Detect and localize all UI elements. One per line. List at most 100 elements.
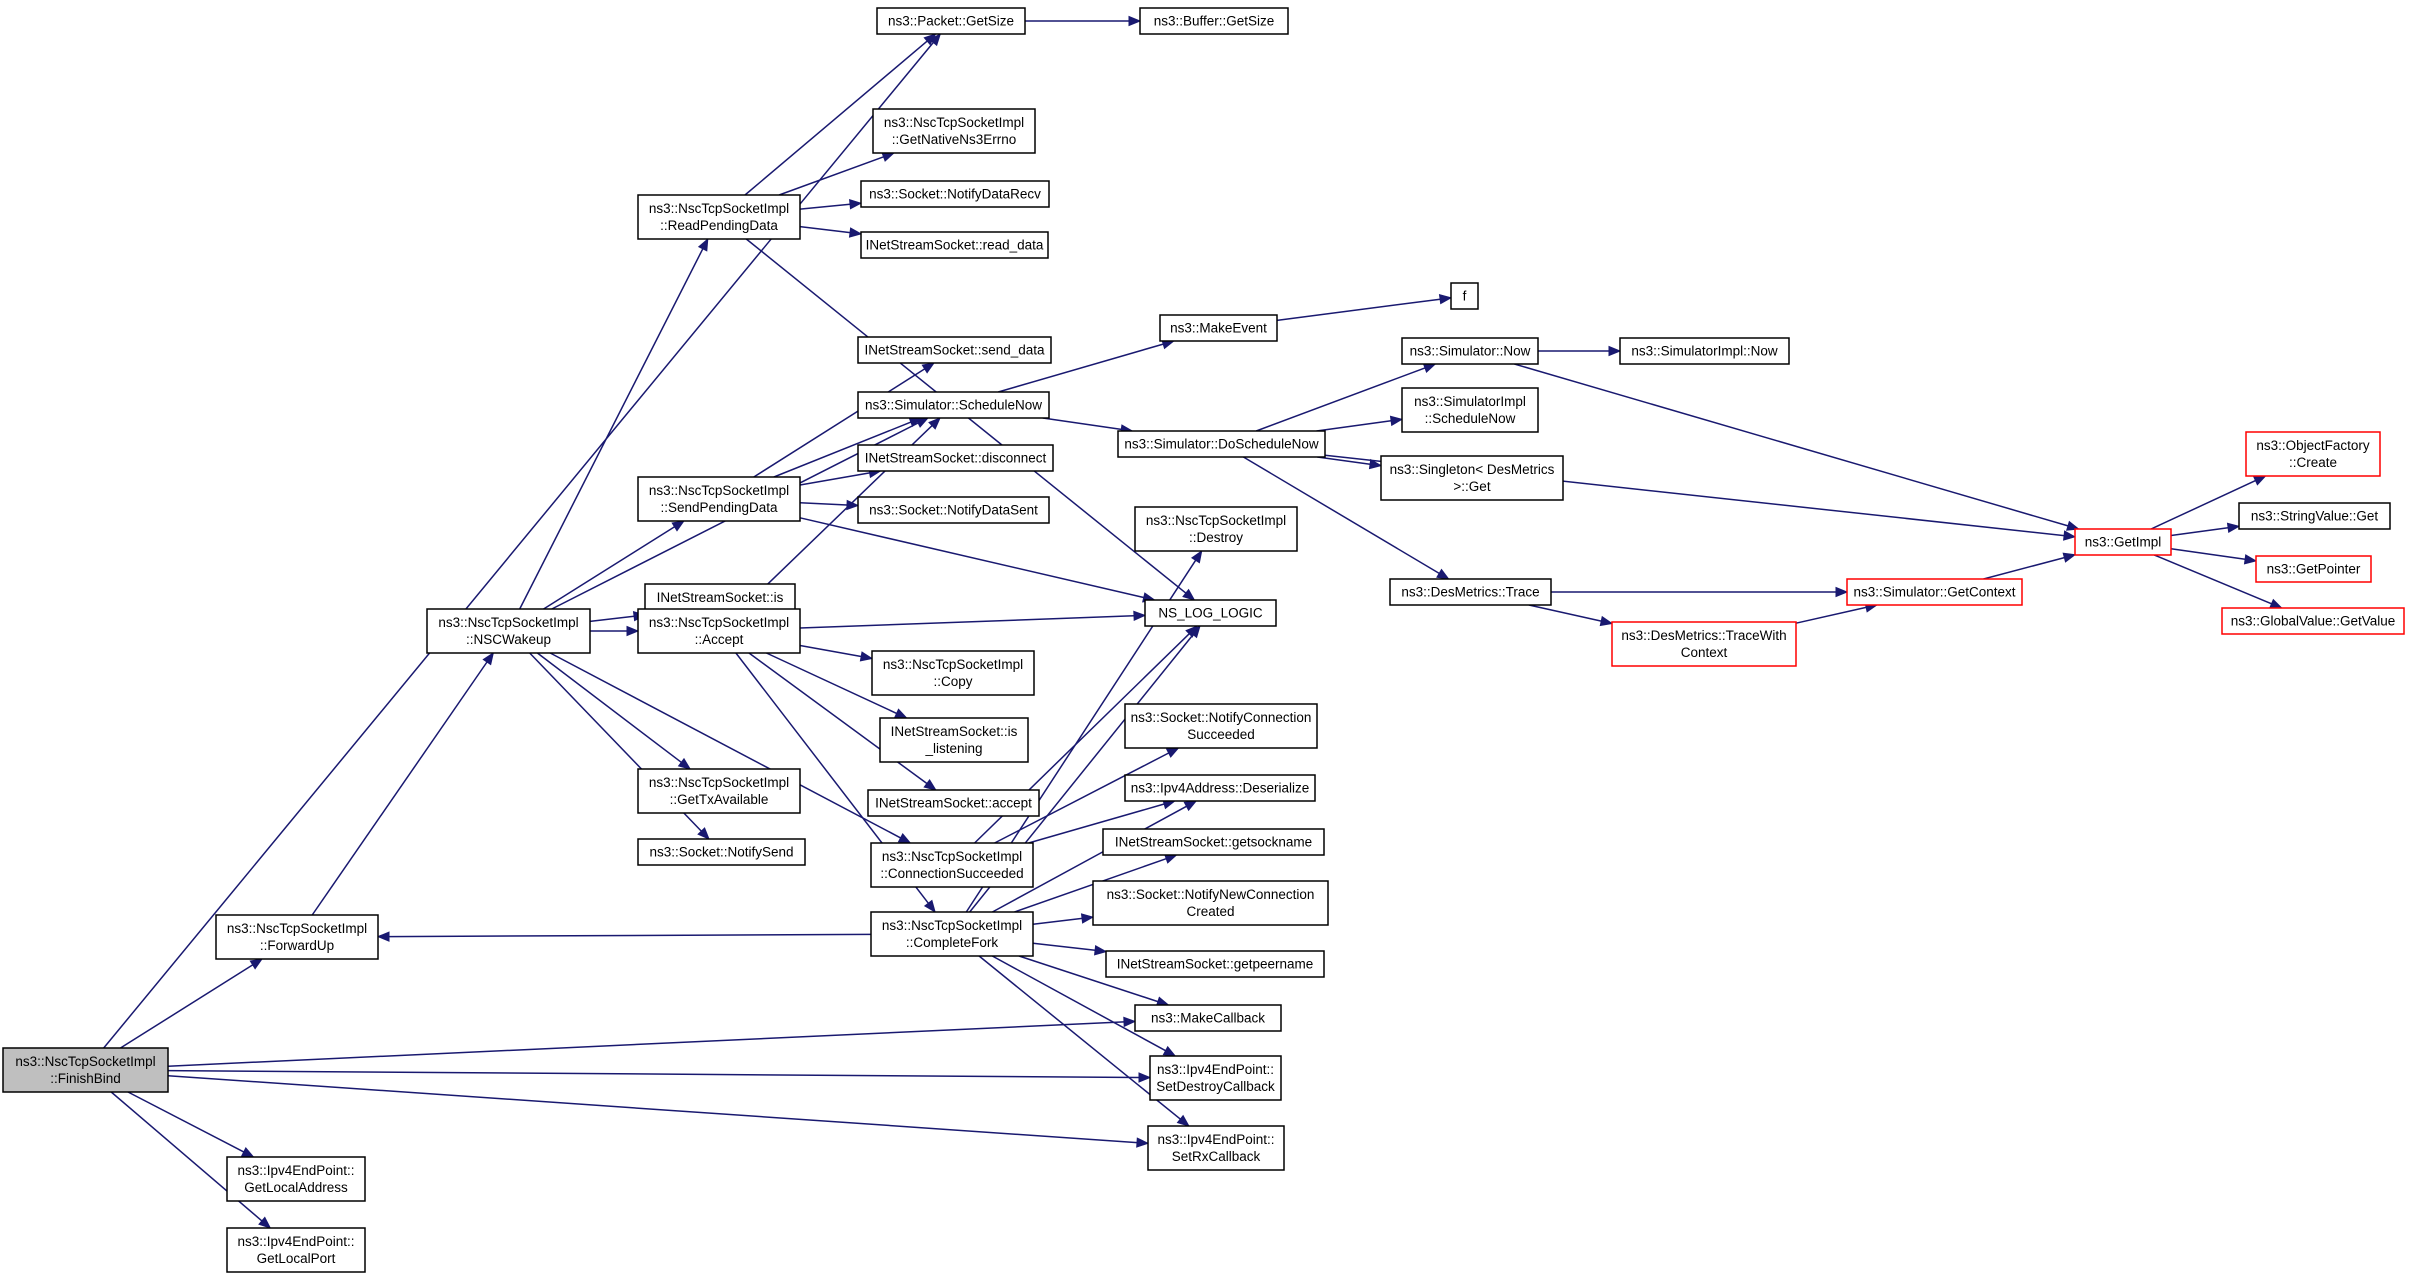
node-notifydatarecv[interactable]: ns3::Socket::NotifyDataRecv bbox=[860, 180, 1050, 208]
node-accept_impl[interactable]: ns3::NscTcpSocketImpl::Accept bbox=[637, 608, 801, 654]
node-box-simnow[interactable] bbox=[1401, 337, 1539, 365]
node-label-setrxcb-0: ns3::Ipv4EndPoint:: bbox=[1157, 1132, 1274, 1147]
node-box-copy[interactable] bbox=[871, 650, 1035, 696]
node-box-schedulenow[interactable] bbox=[857, 391, 1050, 419]
node-connsucceeded[interactable]: ns3::NscTcpSocketImpl::ConnectionSucceed… bbox=[870, 842, 1034, 888]
node-schedulenow[interactable]: ns3::Simulator::ScheduleNow bbox=[857, 391, 1050, 419]
node-box-disconnect[interactable] bbox=[857, 444, 1054, 472]
node-box-sendpendingdata[interactable] bbox=[637, 476, 801, 522]
node-box-getpeername[interactable] bbox=[1105, 950, 1325, 978]
node-box-makecallback[interactable] bbox=[1134, 1004, 1282, 1032]
node-globalvalueget[interactable]: ns3::GlobalValue::GetValue bbox=[2221, 607, 2405, 635]
node-box-readdata[interactable] bbox=[860, 231, 1049, 259]
node-box-getcontext[interactable] bbox=[1846, 578, 2023, 606]
node-box-buffergetsize[interactable] bbox=[1139, 7, 1289, 35]
node-box-makeevent[interactable] bbox=[1159, 314, 1278, 342]
node-readdata[interactable]: INetStreamSocket::read_data bbox=[860, 231, 1049, 259]
node-box-islistening[interactable] bbox=[879, 717, 1029, 763]
node-notifysend[interactable]: ns3::Socket::NotifySend bbox=[637, 838, 806, 866]
node-finishbind[interactable]: ns3::NscTcpSocketImpl::FinishBind bbox=[2, 1047, 169, 1093]
node-makeevent[interactable]: ns3::MakeEvent bbox=[1159, 314, 1278, 342]
node-box-tracewithcontext[interactable] bbox=[1611, 621, 1797, 667]
node-box-finishbind[interactable] bbox=[2, 1047, 169, 1093]
node-box-notifysend[interactable] bbox=[637, 838, 806, 866]
node-getlocalport[interactable]: ns3::Ipv4EndPoint::GetLocalPort bbox=[226, 1227, 366, 1273]
node-box-notifydatarecv[interactable] bbox=[860, 180, 1050, 208]
node-readpendingdata[interactable]: ns3::NscTcpSocketImpl::ReadPendingData bbox=[637, 194, 801, 240]
node-box-getnativeerrno[interactable] bbox=[872, 108, 1036, 154]
node-stringvalueget[interactable]: ns3::StringValue::Get bbox=[2238, 502, 2391, 530]
node-setrxcb[interactable]: ns3::Ipv4EndPoint::SetRxCallback bbox=[1147, 1125, 1285, 1171]
node-box-singletonget[interactable] bbox=[1380, 455, 1564, 501]
node-box-setrxcb[interactable] bbox=[1147, 1125, 1285, 1171]
node-buffergetsize[interactable]: ns3::Buffer::GetSize bbox=[1139, 7, 1289, 35]
node-box-deserialize[interactable] bbox=[1124, 774, 1316, 802]
node-box-getimpl[interactable] bbox=[2074, 528, 2172, 556]
node-copy[interactable]: ns3::NscTcpSocketImpl::Copy bbox=[871, 650, 1035, 696]
node-box-getsockname[interactable] bbox=[1102, 828, 1325, 856]
node-singletonget[interactable]: ns3::Singleton< DesMetrics>::Get bbox=[1380, 455, 1564, 501]
node-objfactorycreate[interactable]: ns3::ObjectFactory::Create bbox=[2245, 431, 2381, 477]
node-doschedulenow[interactable]: ns3::Simulator::DoScheduleNow bbox=[1117, 430, 1326, 458]
node-desmetricstrace[interactable]: ns3::DesMetrics::Trace bbox=[1389, 578, 1552, 606]
node-forwardup[interactable]: ns3::NscTcpSocketImpl::ForwardUp bbox=[215, 914, 379, 960]
node-senddata[interactable]: INetStreamSocket::send_data bbox=[857, 336, 1052, 364]
node-box-inetaccept[interactable] bbox=[867, 789, 1040, 817]
node-sendpendingdata[interactable]: ns3::NscTcpSocketImpl::SendPendingData bbox=[637, 476, 801, 522]
node-getcontext[interactable]: ns3::Simulator::GetContext bbox=[1846, 578, 2023, 606]
node-destroy[interactable]: ns3::NscTcpSocketImpl::Destroy bbox=[1134, 506, 1298, 552]
node-box-nslog[interactable] bbox=[1144, 599, 1277, 627]
node-box-destroy[interactable] bbox=[1134, 506, 1298, 552]
node-simimplschedulenow[interactable]: ns3::SimulatorImpl::ScheduleNow bbox=[1401, 387, 1539, 433]
node-inetaccept[interactable]: INetStreamSocket::accept bbox=[867, 789, 1040, 817]
node-box-nscwakeup[interactable] bbox=[426, 608, 591, 654]
node-box-setdestroycb[interactable] bbox=[1149, 1055, 1282, 1101]
node-completefork[interactable]: ns3::NscTcpSocketImpl::CompleteFork bbox=[870, 911, 1034, 957]
node-box-connsucceeded[interactable] bbox=[870, 842, 1034, 888]
node-getimpl[interactable]: ns3::GetImpl bbox=[2074, 528, 2172, 556]
node-box-getlocalport[interactable] bbox=[226, 1227, 366, 1273]
node-box-notifyconnsucc[interactable] bbox=[1124, 703, 1318, 749]
node-box-stringvalueget[interactable] bbox=[2238, 502, 2391, 530]
node-box-getlocaladdress[interactable] bbox=[226, 1156, 366, 1202]
node-getlocaladdress[interactable]: ns3::Ipv4EndPoint::GetLocalAddress bbox=[226, 1156, 366, 1202]
node-deserialize[interactable]: ns3::Ipv4Address::Deserialize bbox=[1124, 774, 1316, 802]
node-getpointer[interactable]: ns3::GetPointer bbox=[2255, 555, 2372, 583]
node-box-notifynewconn[interactable] bbox=[1092, 880, 1329, 926]
node-nscwakeup[interactable]: ns3::NscTcpSocketImpl::NSCWakeup bbox=[426, 608, 591, 654]
node-simnow[interactable]: ns3::Simulator::Now bbox=[1401, 337, 1539, 365]
node-islistening[interactable]: INetStreamSocket::is_listening bbox=[879, 717, 1029, 763]
node-box-packetgetsize[interactable] bbox=[876, 7, 1026, 35]
node-box-senddata[interactable] bbox=[857, 336, 1052, 364]
node-disconnect[interactable]: INetStreamSocket::disconnect bbox=[857, 444, 1054, 472]
node-box-gettxavailable[interactable] bbox=[637, 768, 801, 814]
node-packetgetsize[interactable]: ns3::Packet::GetSize bbox=[876, 7, 1026, 35]
node-box-accept_impl[interactable] bbox=[637, 608, 801, 654]
node-setdestroycb[interactable]: ns3::Ipv4EndPoint::SetDestroyCallback bbox=[1149, 1055, 1282, 1101]
node-box-doschedulenow[interactable] bbox=[1117, 430, 1326, 458]
node-notifydatasent[interactable]: ns3::Socket::NotifyDataSent bbox=[857, 496, 1050, 524]
node-box-getpointer[interactable] bbox=[2255, 555, 2372, 583]
node-f[interactable]: f bbox=[1450, 282, 1479, 310]
node-nslog[interactable]: NS_LOG_LOGIC bbox=[1144, 599, 1277, 627]
node-simimplnow[interactable]: ns3::SimulatorImpl::Now bbox=[1619, 337, 1790, 365]
node-box-notifydatasent[interactable] bbox=[857, 496, 1050, 524]
node-label-objfactorycreate-1: ::Create bbox=[2289, 455, 2337, 470]
node-getsockname[interactable]: INetStreamSocket::getsockname bbox=[1102, 828, 1325, 856]
node-box-desmetricstrace[interactable] bbox=[1389, 578, 1552, 606]
node-makecallback[interactable]: ns3::MakeCallback bbox=[1134, 1004, 1282, 1032]
node-gettxavailable[interactable]: ns3::NscTcpSocketImpl::GetTxAvailable bbox=[637, 768, 801, 814]
node-getnativeerrno[interactable]: ns3::NscTcpSocketImpl::GetNativeNs3Errno bbox=[872, 108, 1036, 154]
node-box-completefork[interactable] bbox=[870, 911, 1034, 957]
node-box-forwardup[interactable] bbox=[215, 914, 379, 960]
node-box-readpendingdata[interactable] bbox=[637, 194, 801, 240]
node-box-simimplnow[interactable] bbox=[1619, 337, 1790, 365]
node-box-objfactorycreate[interactable] bbox=[2245, 431, 2381, 477]
node-box-globalvalueget[interactable] bbox=[2221, 607, 2405, 635]
node-box-f[interactable] bbox=[1450, 282, 1479, 310]
node-box-simimplschedulenow[interactable] bbox=[1401, 387, 1539, 433]
node-getpeername[interactable]: INetStreamSocket::getpeername bbox=[1105, 950, 1325, 978]
